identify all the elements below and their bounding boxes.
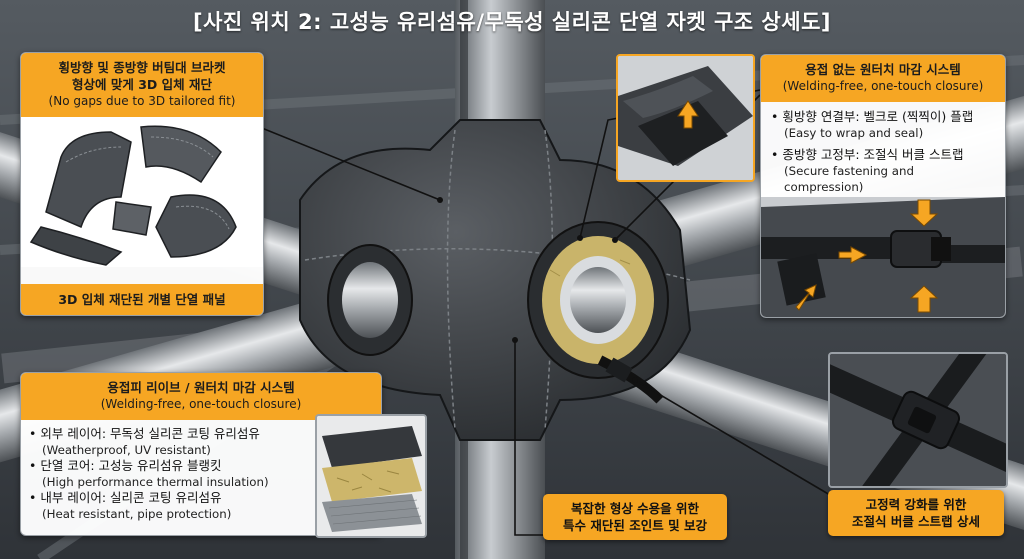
- panel-layers-title-ko: 용접피 리이브 / 원터치 마감 시스템: [107, 380, 295, 395]
- layer-stack-inset: [315, 414, 427, 538]
- closure-item-list: • 횡방향 연결부: 벨크로 (찍찍이) 플랩 (Easy to wrap an…: [761, 102, 1005, 199]
- layer-core-en: (High performance thermal insulation): [42, 475, 269, 489]
- panel-3d-fit-header: 횡방향 및 종방향 버팀대 브라켓 형상에 맞게 3D 입체 재단 (No ga…: [21, 53, 263, 117]
- layer-inner: • 내부 레이어: 실리콘 코팅 유리섬유: [29, 490, 222, 505]
- buckle-strap-illustration: [761, 197, 1005, 317]
- layer-list: • 외부 레이어: 무독성 실리콘 코팅 유리섬유 (Weatherproof,…: [21, 420, 337, 528]
- caption-joint-line2: 특수 재단된 조인트 및 보강: [563, 518, 707, 533]
- panel-3d-fit: 횡방향 및 종방향 버팀대 브라켓 형상에 맞게 3D 입체 재단 (No ga…: [20, 52, 264, 316]
- velcro-flap-inset: [616, 54, 755, 182]
- buckle-detail-inset: [828, 352, 1008, 488]
- panel-3d-fit-title-ko-1: 횡방향 및 종방향 버팀대 브라켓: [58, 60, 226, 75]
- caption-joint: 복잡한 형상 수용을 위한 특수 재단된 조인트 및 보강: [543, 494, 727, 540]
- closure-item-velcro: • 횡방향 연결부: 벨크로 (찍찍이) 플랩: [771, 109, 974, 124]
- panel-closure-title-ko: 용접 없는 원터치 마감 시스템: [805, 62, 961, 77]
- page-title: [사진 위치 2: 고성능 유리섬유/무독성 실리콘 단열 자켓 구조 상세도]: [193, 10, 831, 34]
- layer-outer-en: (Weatherproof, UV resistant): [42, 443, 211, 457]
- panel-layers-title-en: (Welding-free, one-touch closure): [100, 397, 302, 411]
- panel-3d-fit-title-ko-2: 형상에 맞게 3D 입체 재단: [72, 77, 212, 92]
- closure-item-buckle: • 종방향 고정부: 조절식 버클 스트랩: [771, 147, 964, 162]
- layer-core: • 단열 코어: 고성능 유리섬유 블랭킷: [29, 458, 222, 473]
- caption-buckle-line2: 조절식 버클 스트랩 상세: [851, 514, 981, 529]
- caption-buckle: 고정력 강화를 위한 조절식 버클 스트랩 상세: [828, 490, 1004, 536]
- panel-3d-fit-title-en: (No gaps due to 3D tailored fit): [48, 94, 236, 108]
- panel-closure-system: 용접 없는 원터치 마감 시스템 (Welding-free, one-touc…: [760, 54, 1006, 318]
- panel-3d-fit-caption: 3D 입체 재단된 개별 단열 패널: [21, 284, 263, 315]
- panel-layers-header: 용접피 리이브 / 원터치 마감 시스템 (Welding-free, one-…: [21, 373, 381, 420]
- layer-stack-image: [317, 416, 425, 536]
- layer-inner-en: (Heat resistant, pipe protection): [42, 507, 232, 521]
- buckle-detail-image: [830, 354, 1006, 486]
- closure-item-buckle-en: (Secure fastening and compression): [784, 164, 914, 194]
- tailored-panels-illustration: [21, 117, 263, 267]
- velcro-flap-image: [618, 56, 753, 180]
- caption-buckle-line1: 고정력 강화를 위한: [865, 497, 967, 512]
- caption-joint-line1: 복잡한 형상 수용을 위한: [570, 501, 700, 516]
- panel-closure-header: 용접 없는 원터치 마감 시스템 (Welding-free, one-touc…: [761, 55, 1005, 102]
- closure-item-velcro-en: (Easy to wrap and seal): [784, 126, 924, 140]
- panel-closure-title-en: (Welding-free, one-touch closure): [782, 79, 984, 93]
- layer-outer: • 외부 레이어: 무독성 실리콘 코팅 유리섬유: [29, 426, 260, 441]
